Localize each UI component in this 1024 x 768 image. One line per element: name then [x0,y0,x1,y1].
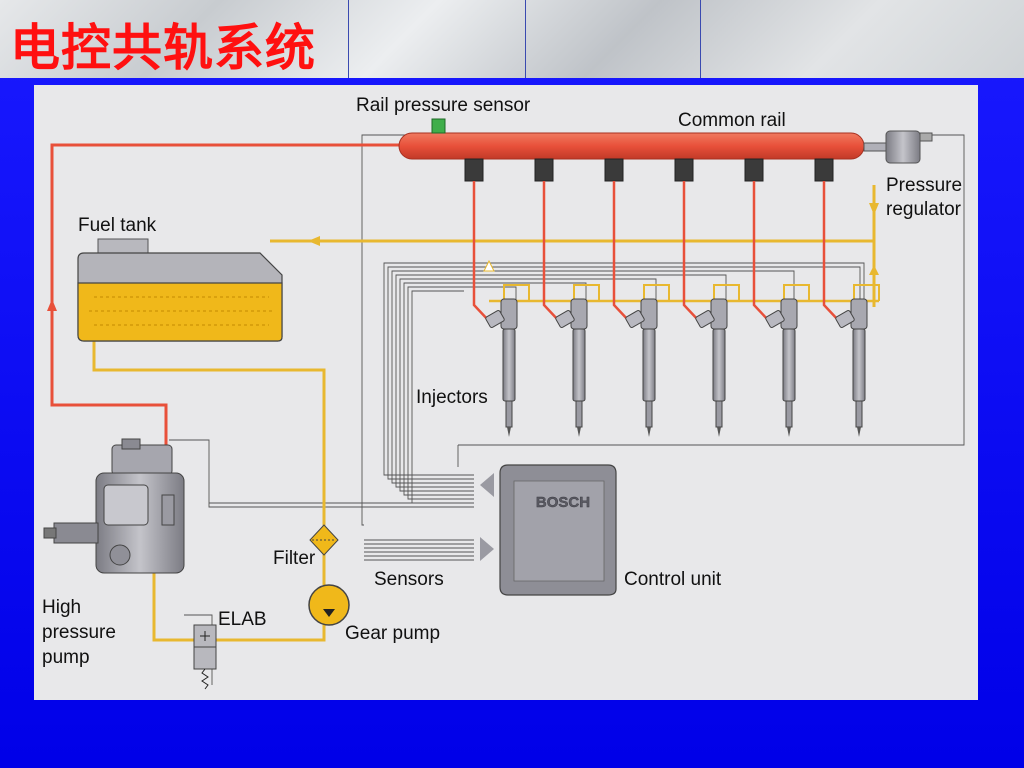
flow-arrow-icon [47,299,57,311]
signal-wires [169,134,965,685]
common-rail-label: Common rail [678,110,786,131]
ecu-output-arrow-icon [480,473,494,497]
filter-label: Filter [273,548,316,569]
high-pressure-pump-label: High [42,597,81,618]
injectors-group [464,158,880,437]
injector [674,158,740,437]
ecu-input-arrow-icon [480,537,494,561]
rail-pressure-sensor-label: Rail pressure sensor [356,95,531,116]
sensors-label: Sensors [374,569,444,590]
flow-arrow-icon [869,203,879,215]
header-divider [700,0,701,78]
flow-arrow-icon [869,265,879,275]
diagram-panel: BOSCH Rail pressure sensor Common rail P… [34,85,978,700]
header-divider [525,0,526,78]
header-divider [348,0,349,78]
high-pressure-line [50,143,402,500]
pressure-regulator-label: Pressure [886,175,962,196]
control-unit: BOSCH [480,464,617,596]
high-pressure-pump-label: pump [42,647,90,668]
injector [814,158,880,437]
injector [464,158,530,437]
pressure-regulator [885,130,921,164]
injector [534,158,600,437]
bosch-logo: BOSCH [536,494,590,511]
gear-pump-label: Gear pump [345,623,440,644]
elab-valve [193,624,217,690]
injectors-label: Injectors [416,387,488,408]
flow-arrow-icon [483,259,495,272]
fuel-tank-label: Fuel tank [78,215,157,236]
slide-title: 电控共轨系统 [10,19,316,77]
pressure-regulator-label: regulator [886,199,962,220]
low-pressure-line [92,335,326,585]
high-pressure-pump [43,438,185,574]
slide-header: 电控共轨系统 [0,0,1024,78]
gear-pump [308,584,350,626]
rail-pressure-sensor [431,118,446,134]
common-rail-diagram: BOSCH Rail pressure sensor Common rail P… [42,95,965,690]
common-rail [398,132,865,160]
injector [604,158,670,437]
high-pressure-pump-label: pressure [42,622,116,643]
flow-arrow-icon [308,236,320,246]
control-unit-label: Control unit [624,569,722,590]
injector [744,158,810,437]
fuel-tank [77,238,283,342]
elab-label: ELAB [218,609,267,630]
